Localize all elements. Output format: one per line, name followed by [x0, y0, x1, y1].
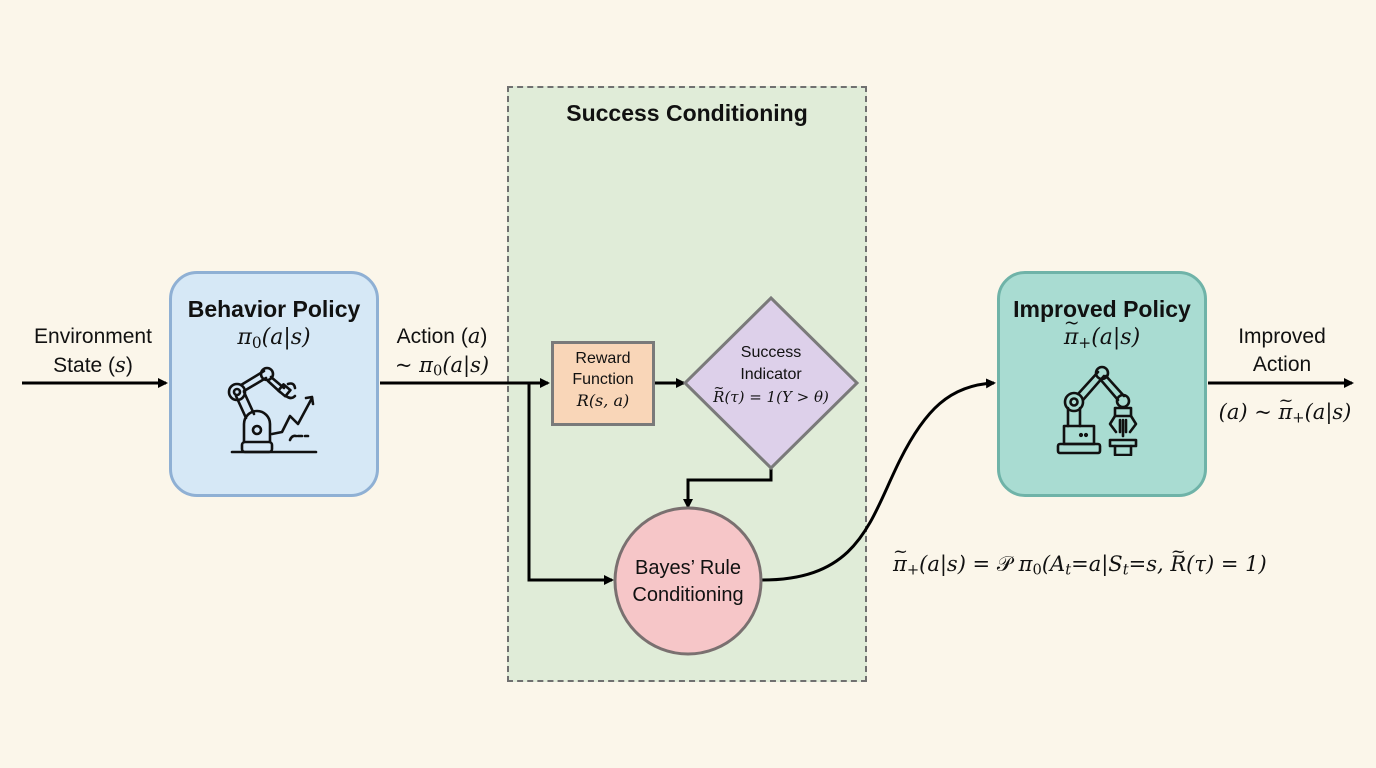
action-end: ) — [480, 325, 488, 348]
action-label: Action (a) ~ π0(a|s) — [383, 322, 501, 379]
action-label-line1: Action (a) — [383, 322, 501, 351]
pi-tilde: π — [1064, 313, 1079, 350]
indicator-formula-rest: (τ) = 1(Y > θ) — [724, 388, 829, 406]
indicator-line1: Success — [740, 344, 802, 361]
eq-pi0-sub: 0 — [1032, 561, 1042, 579]
improved-action-line1: Improved — [1238, 325, 1326, 348]
behavior-policy-title: Behavior Policy — [187, 296, 361, 322]
env-label-line1: Environment — [34, 325, 152, 348]
output-pi-tilde: π — [1278, 387, 1292, 426]
eq-P: 𝒫 — [996, 552, 1012, 576]
arrow-action-to-bayes — [527, 383, 614, 585]
improved-action-line2: Action — [1252, 353, 1312, 376]
env-label-end: ) — [125, 354, 133, 377]
pi-symbol: π — [237, 325, 252, 350]
environment-state-label: Environment State (s) — [18, 323, 168, 380]
behavior-policy-formula: π0(a|s) — [172, 325, 376, 352]
r-tilde: R — [713, 378, 725, 408]
bayes-line2: Conditioning — [632, 584, 744, 606]
improved-policy-formula: π+(a|s) — [1000, 313, 1204, 352]
reward-line2: Function — [572, 371, 634, 388]
pi-plus-subscript: + — [1078, 333, 1092, 352]
reward-line1: Reward — [575, 350, 631, 367]
eq-mid2: =s, — [1128, 552, 1171, 576]
improved-action-label: Improved Action — [1212, 323, 1352, 379]
eq-pi-tilde: π — [893, 541, 907, 576]
reward-function-box: Reward Function R(s, a) — [551, 341, 655, 426]
action-text: Action ( — [396, 325, 468, 348]
output-pi-sub: + — [1292, 409, 1305, 427]
env-label-line2: State (s) — [18, 351, 168, 380]
bayes-line1: Bayes’ Rule — [635, 557, 741, 579]
eq-open: (A — [1041, 552, 1066, 576]
improved-policy-box: Improved Policy π+(a|s) — [997, 271, 1207, 497]
bayes-rule-label: Bayes’ Rule Conditioning — [615, 555, 761, 609]
sim-pi: ~ π — [394, 353, 433, 377]
bayes-circle — [613, 506, 763, 656]
pi-args: (a|s) — [261, 325, 311, 350]
sim-pi-args: (a|s) — [442, 353, 490, 377]
success-indicator-label: Success Indicator R(τ) = 1(Y > θ) — [690, 342, 852, 408]
indicator-line2: Indicator — [740, 366, 802, 383]
improved-action-formula: (a) ~ π+(a|s) — [1205, 387, 1365, 427]
reward-formula: R(s, a) — [576, 391, 630, 410]
eq-pi0: π — [1012, 552, 1033, 576]
state-var: s — [115, 353, 126, 377]
group-title: Success Conditioning — [566, 100, 808, 126]
action-label-line2: ~ π0(a|s) — [383, 351, 501, 379]
improved-policy-title: Improved Policy — [1013, 296, 1191, 322]
pi-subscript: 0 — [251, 333, 262, 352]
eq-mid: =a|S — [1071, 552, 1123, 576]
robot-arm-icon — [227, 366, 318, 454]
eq-A-sub: t — [1065, 561, 1072, 579]
arrow-indicator-to-bayes — [683, 468, 773, 509]
success-indicator-diamond — [682, 295, 860, 471]
indicator-formula: R(τ) = 1(Y > θ) — [690, 378, 852, 408]
eq-R-tilde: R — [1170, 541, 1186, 576]
eq-S-sub: t — [1122, 561, 1129, 579]
output-pi-args: (a|s) — [1304, 400, 1352, 424]
sim-pi-sub: 0 — [432, 362, 443, 380]
arrow-bayes-to-improved — [761, 378, 996, 582]
robot-arm-gripper-icon — [1056, 365, 1138, 456]
pi-plus-args: (a|s) — [1091, 325, 1141, 350]
behavior-policy-box: Behavior Policy π0(a|s) — [169, 271, 379, 497]
action-var: a — [467, 324, 481, 348]
eq-end: (τ) = 1) — [1186, 552, 1267, 576]
eq-lhs-args: (a|s) = — [919, 552, 997, 576]
output-formula-pre: (a) ~ — [1218, 400, 1279, 424]
env-label-text: State ( — [53, 354, 116, 377]
eq-pi-sub: + — [906, 561, 920, 579]
improved-policy-equation: π+(a|s) = 𝒫 π0(At=a|St=s, R(τ) = 1) — [893, 541, 1267, 579]
